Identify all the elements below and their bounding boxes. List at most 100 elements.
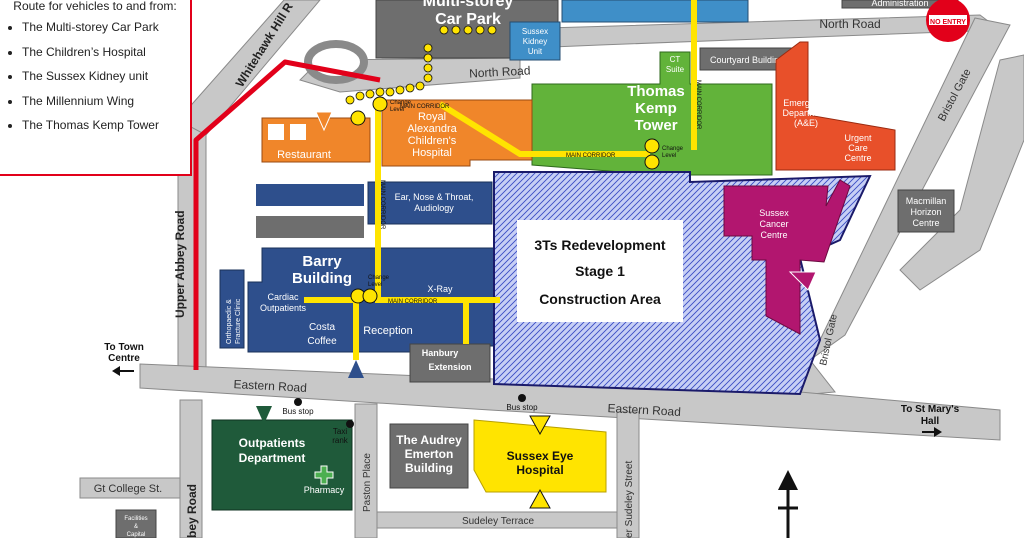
legend-item-childrens-hospital: The Children’s Hospital: [22, 45, 190, 59]
no-entry-bar: [929, 15, 967, 25]
emergency-label-3: (A&E): [794, 118, 818, 128]
main-corridor-label-1: MAIN CORRIDOR: [400, 104, 450, 110]
audrey-label-2: Emerton: [405, 447, 454, 461]
change-level-label-1b: Level: [390, 107, 404, 113]
to-town-centre-label-1: To Town: [104, 342, 144, 353]
kidney-label-2: Kidney: [523, 37, 547, 46]
pedestrian-dots: [345, 25, 497, 105]
reception-label: Reception: [363, 325, 413, 337]
thomas-kemp-label-2: Kemp: [635, 100, 677, 117]
restaurant-entrance-arrow: [315, 111, 333, 132]
change-level-label-2b: Level: [662, 153, 676, 159]
outpatients-department[interactable]: [211, 419, 353, 511]
construction-label-2: Stage 1: [575, 263, 625, 279]
hanbury-extension[interactable]: [409, 343, 491, 383]
thomas-kemp-label-3: Tower: [634, 117, 677, 134]
ct-suite-label-1: CT: [670, 55, 681, 64]
hanbury-label-1: Hanbury: [422, 348, 459, 358]
construction-label-3: Construction Area: [539, 291, 661, 307]
navy-block-1[interactable]: [256, 184, 364, 206]
lift-icon-2: [350, 110, 366, 126]
outpatients-entrance-arrow: [256, 406, 272, 424]
restaurant-icon: [268, 124, 284, 140]
sussex-cancer-centre[interactable]: [723, 179, 851, 335]
vehicle-route-legend: Route for vehicles to and from: The Mult…: [0, 0, 192, 176]
facilities-label-1: Facilities: [124, 516, 147, 522]
abbey-road-label: bey Road: [185, 484, 199, 538]
corridor-east: [438, 101, 650, 157]
bus-stop-marker-2: [518, 394, 526, 402]
urgent-care-label-1: Urgent: [844, 133, 872, 143]
cardiac-label-2: Outpatients: [260, 303, 307, 313]
sussex-eye-hospital[interactable]: [473, 419, 607, 493]
construction-label-1: 3Ts Redevelopment: [534, 237, 666, 253]
emergency-department[interactable]: [775, 41, 896, 171]
taxi-marker: [346, 420, 354, 428]
main-corridors: [304, 0, 697, 360]
royal-alex-label-4: Hospital: [412, 147, 452, 159]
eastern-road-label-2: Eastern Road: [607, 401, 681, 419]
bus-stop-label-1: Bus stop: [282, 407, 314, 416]
macmillan-label-1: Macmillan: [906, 196, 947, 206]
audrey-label-1: The Audrey: [396, 433, 462, 447]
courtyard-label: Courtyard Building: [710, 55, 784, 65]
barry-label-1: Barry: [302, 253, 342, 270]
ct-suite-label-2: Suite: [666, 65, 685, 74]
audrey-label-3: Building: [405, 461, 453, 475]
whitehawk-label: Whitehawk Hill R: [233, 0, 296, 90]
upper-sudeley-label: er Sudeley Street: [624, 461, 635, 538]
cancer-label-1: Sussex: [759, 208, 789, 218]
road-whitehawk: [177, 0, 321, 136]
ent-audiology-building[interactable]: [367, 181, 493, 225]
ent-label-1: Ear, Nose & Throat,: [395, 192, 474, 202]
to-st-marys-label-2: Hall: [921, 416, 940, 427]
urgent-care-label-2: Care: [848, 143, 868, 153]
lift-icon-4: [644, 154, 660, 170]
outpatients-label-1: Outpatients: [239, 436, 306, 450]
administration-building[interactable]: [561, 0, 749, 23]
macmillan-horizon-centre[interactable]: [897, 189, 955, 233]
costa-label-2: Coffee: [307, 336, 337, 347]
thomas-kemp-label-1: Thomas: [627, 83, 685, 100]
change-level-label-3b: Level: [368, 282, 382, 288]
cardiac-label-1: Cardiac: [267, 292, 299, 302]
change-level-label-2a: Change: [662, 146, 684, 152]
eye-entrance-arrow-top: [529, 415, 551, 436]
north-arrow-icon: [778, 470, 798, 538]
sussex-kidney-unit[interactable]: [509, 21, 561, 61]
change-level-label-3a: Change: [368, 275, 390, 281]
north-road-label-1: North Road: [819, 17, 880, 31]
legend-item-thomas-kemp: The Thomas Kemp Tower: [22, 118, 190, 132]
urgent-care-label-3: Centre: [844, 153, 871, 163]
construction-label-box: [517, 220, 683, 322]
bus-stop-label-2: Bus stop: [506, 403, 538, 412]
taxi-label-1: Taxi: [333, 427, 347, 436]
restaurant-icon-2: [290, 124, 306, 140]
corridor-north: [375, 104, 500, 303]
gray-block-1[interactable]: [256, 216, 364, 238]
main-corridor-label-4: MAIN CORRIDOR: [379, 180, 385, 230]
macmillan-label-2: Horizon: [910, 207, 941, 217]
main-corridor-label-5: MAIN CORRIDOR: [695, 80, 701, 130]
audrey-emerton-building[interactable]: [389, 423, 469, 489]
legend-item-kidney-unit: The Sussex Kidney unit: [22, 69, 190, 83]
lift-icon-6: [362, 288, 378, 304]
orthopaedic-fracture-clinic[interactable]: [219, 269, 245, 349]
macmillan-label-3: Centre: [912, 218, 939, 228]
royal-alex-label-1: Royal: [418, 111, 446, 123]
north-road-label-2: North Road: [469, 63, 531, 80]
upper-abbey-label: Upper Abbey Road: [173, 210, 187, 318]
facilities-capital-building[interactable]: [115, 509, 157, 538]
eye-entrance-arrow-bottom: [529, 488, 551, 509]
bus-stop-marker-1: [294, 398, 302, 406]
road-paston-place: [354, 403, 378, 538]
legend-title: Route for vehicles to and from:: [13, 0, 177, 13]
pharmacy-cross-icon: [314, 465, 334, 485]
vehicle-route-line: [193, 59, 381, 370]
cancer-label-3: Centre: [760, 230, 787, 240]
royal-alexandra-childrens-hospital[interactable]: [381, 99, 533, 167]
east-arrow-icon: [922, 427, 942, 437]
road-upper-sudeley: [616, 411, 640, 538]
lift-icon-3: [644, 138, 660, 154]
